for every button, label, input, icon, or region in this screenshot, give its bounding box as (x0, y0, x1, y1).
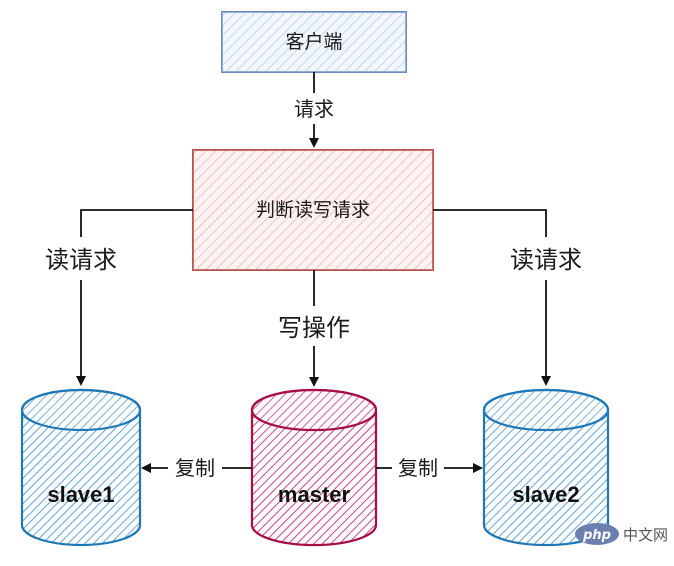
judge-label: 判断读写请求 (256, 199, 370, 221)
edge-write-label: 写操作 (278, 314, 350, 342)
watermark: php 中文网 (575, 523, 668, 545)
slave2-node: slave2 (482, 388, 610, 547)
edge-replicate-right: 复制 (376, 456, 483, 480)
client-node: 客户端 (221, 11, 407, 73)
edge-replicate-left: 复制 (141, 456, 252, 480)
slave1-label: slave1 (47, 482, 114, 507)
edge-read-left: 读请求 (45, 209, 193, 386)
edge-read-right-label: 读请求 (510, 246, 582, 274)
edge-request: 请求 (294, 72, 334, 148)
watermark-logo-text: php (582, 528, 611, 543)
judge-node: 判断读写请求 (192, 149, 434, 271)
master-node: master (250, 388, 378, 547)
client-box (221, 11, 407, 73)
edge-read-left-label: 读请求 (45, 246, 117, 274)
edge-read-right: 读请求 (433, 209, 582, 386)
edge-request-label: 请求 (294, 97, 334, 121)
php-logo-icon (575, 523, 619, 545)
watermark-text: 中文网 (623, 526, 668, 544)
client-label: 客户端 (285, 31, 342, 53)
edge-write: 写操作 (278, 270, 350, 387)
slave2-label: slave2 (512, 482, 579, 507)
slave1-node: slave1 (20, 388, 142, 547)
edge-replicate-left-label: 复制 (175, 456, 215, 480)
master-label: master (278, 482, 351, 507)
edge-replicate-right-label: 复制 (398, 456, 438, 480)
